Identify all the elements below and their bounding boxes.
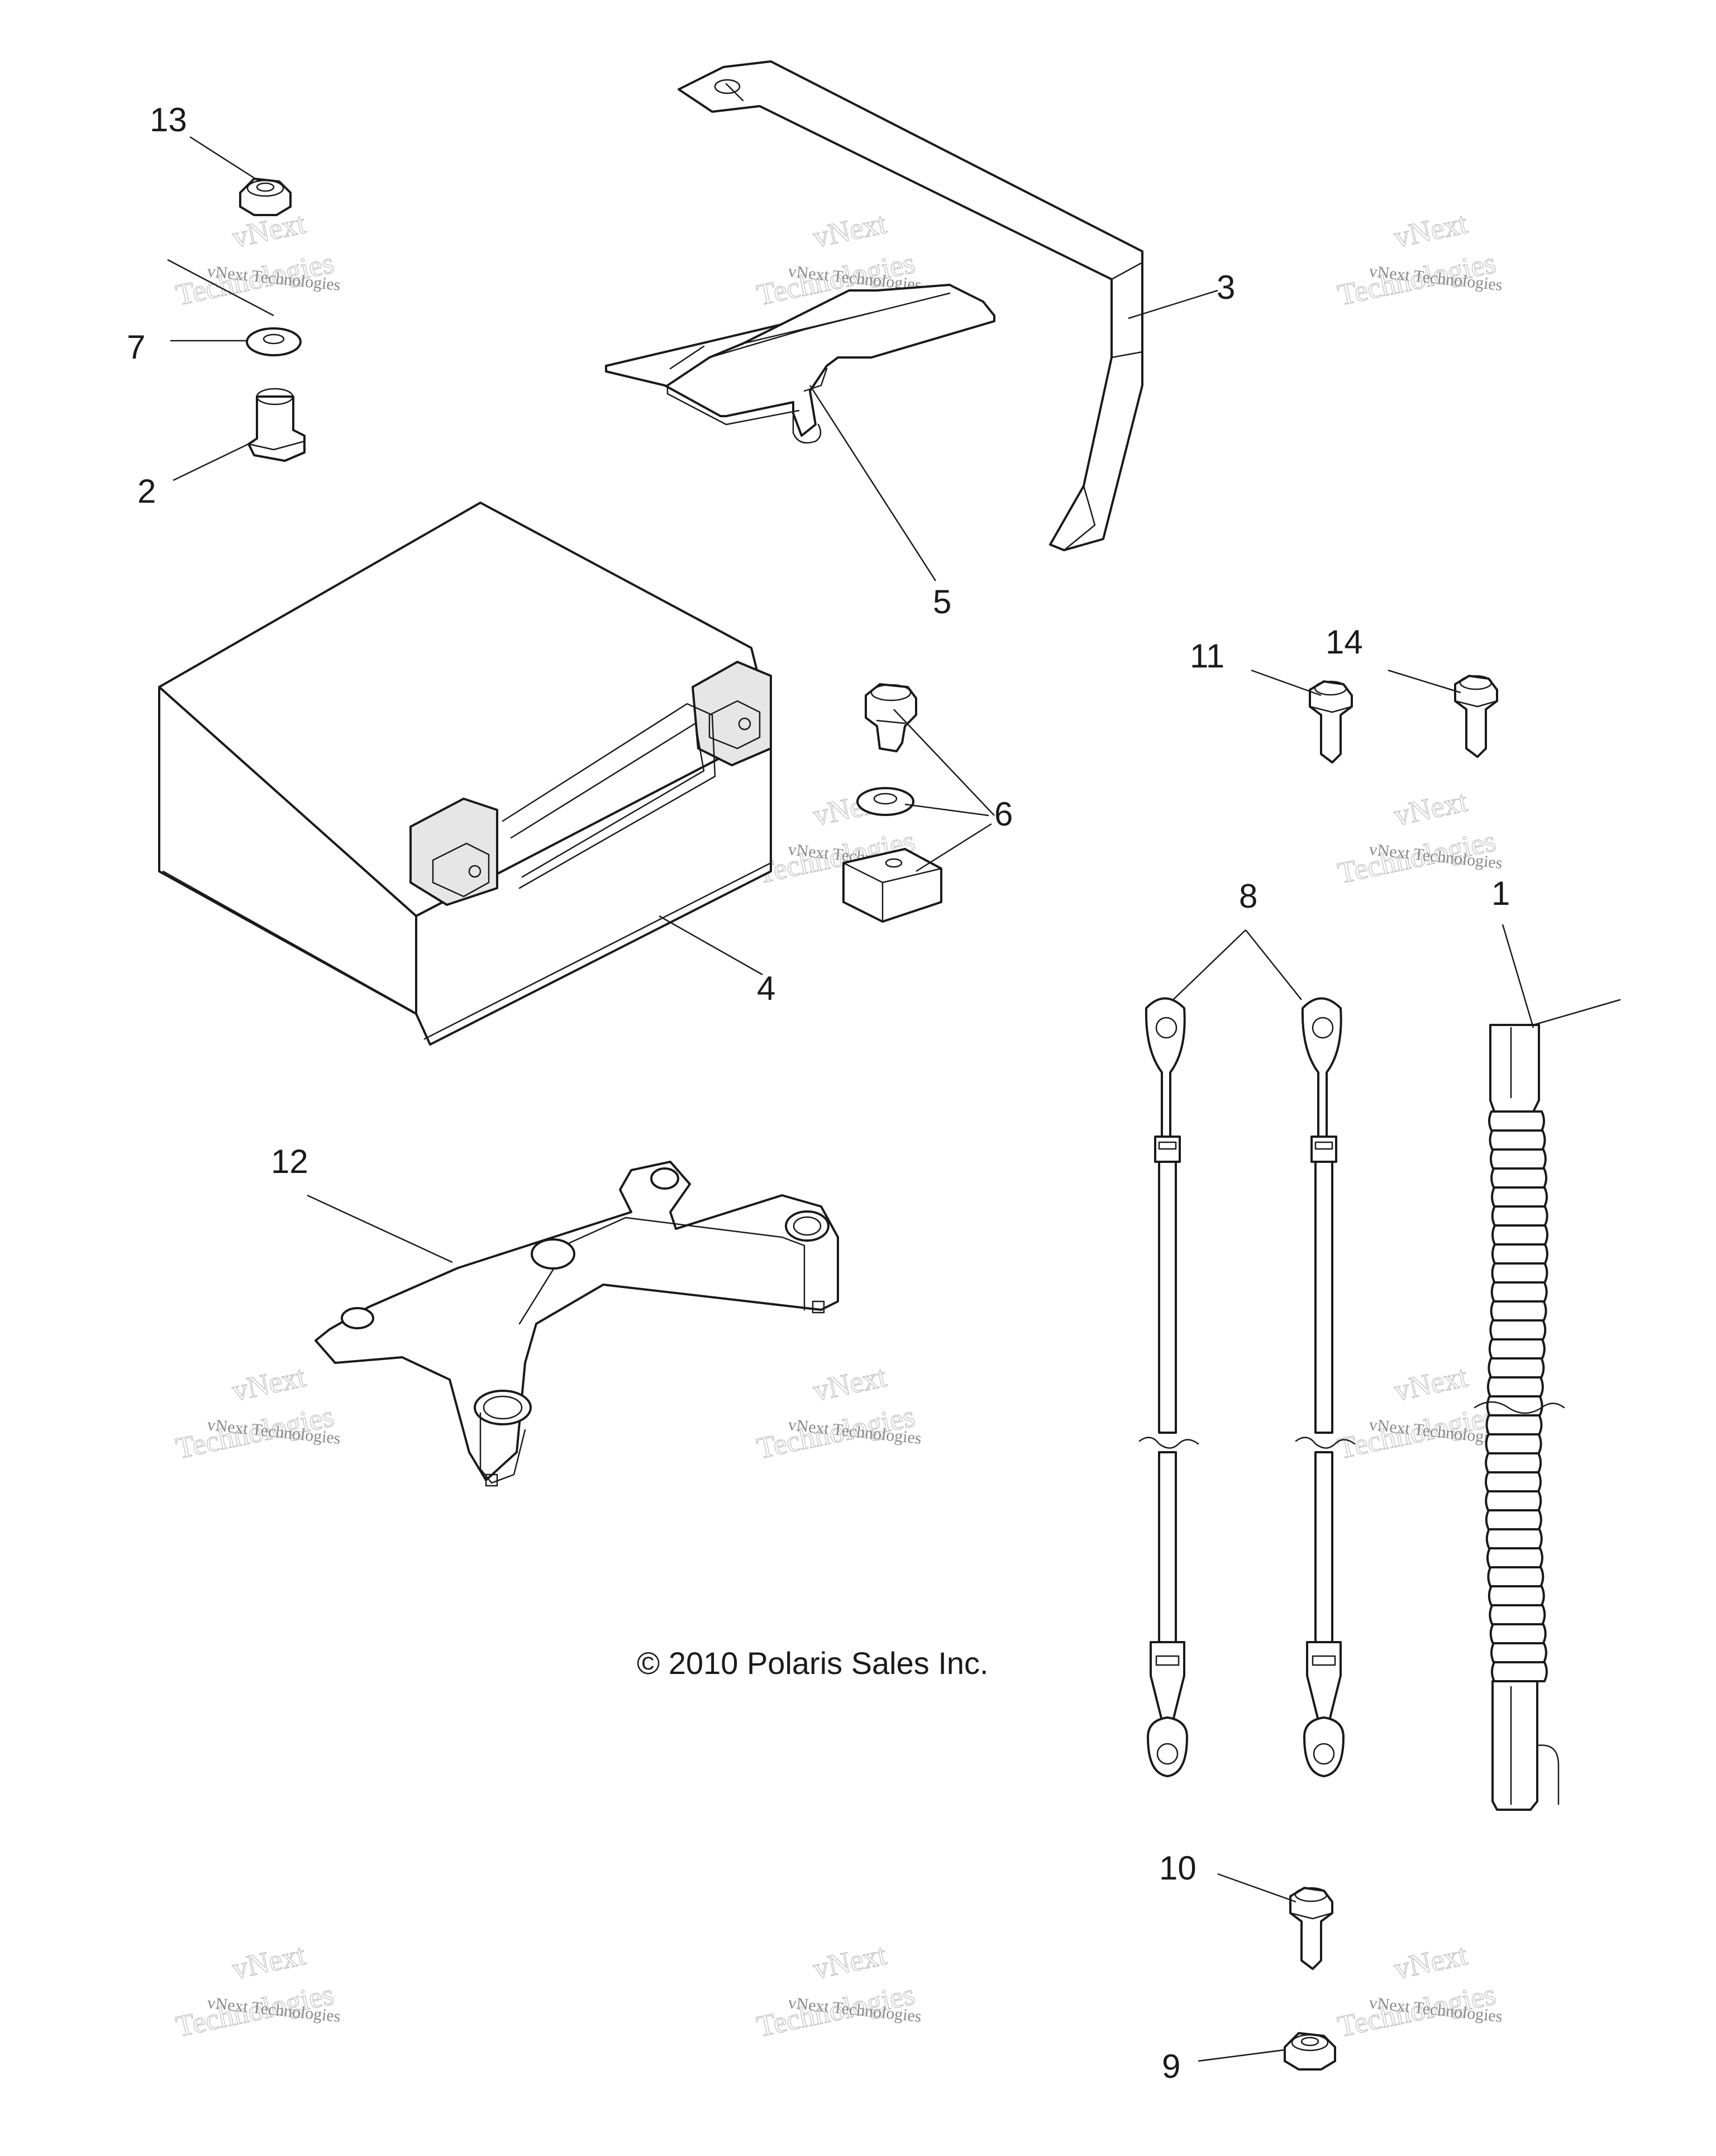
watermark-big-top: vNext [1391,206,1470,254]
sleeve-ring [1488,1357,1545,1378]
sleeve-ring [1491,1186,1548,1208]
sleeve-ring [1486,1376,1544,1397]
sleeve-ring [1488,1110,1545,1132]
callout-numbers: 13 7 2 3 5 11 14 6 8 1 4 12 10 9 [127,101,1510,2085]
callout-12: 12 [271,1143,308,1180]
sleeve-ring [1485,1528,1543,1549]
copyright-notice: © 2010 Polaris Sales Inc. [637,1645,989,1681]
part-9-nut [1284,2032,1336,2071]
watermark-big-top: vNext [1391,1938,1470,1986]
cable-left [1138,997,1199,1777]
callout-13: 13 [150,101,187,139]
part-5-hold-down-plate [605,284,995,444]
callout-5: 5 [933,583,951,621]
part-6-terminal-hardware [842,683,942,923]
sleeve-ring [1489,1148,1547,1170]
sleeve-ring [1488,1338,1546,1360]
sleeve-ring [1491,1243,1548,1265]
part-3-battery-bracket [678,60,1143,551]
sleeve-ring [1490,1642,1547,1663]
corrugated-sleeve [1474,1110,1565,1682]
callout-9: 9 [1162,2048,1180,2085]
sleeve-ring [1490,1167,1548,1189]
watermark-big-top: vNext [810,1360,889,1408]
part-7-washer [246,327,302,356]
callout-11: 11 [1190,637,1224,675]
part-12-battery-base [314,1161,839,1487]
callout-14: 14 [1326,623,1363,661]
part-11-screw [1309,680,1353,764]
watermark-big-top: vNext [1391,1360,1470,1408]
part-14-screw [1454,675,1498,758]
part-1-wire-harness [1474,999,1621,1811]
sleeve-ring [1489,1604,1546,1625]
sleeve-ring [1491,1224,1548,1246]
watermark-big-top: vNext [1391,784,1470,832]
sleeve-ring [1489,1623,1547,1644]
part-13-nut [239,178,292,216]
sleeve-ring [1485,1414,1543,1435]
callout-3: 3 [1217,269,1235,306]
part-10-screw [1289,1887,1333,1970]
callout-8: 8 [1239,877,1257,915]
callout-6: 6 [994,795,1013,833]
callout-7: 7 [127,328,145,366]
sleeve-ring [1485,1509,1542,1530]
callout-1: 1 [1491,875,1510,912]
callout-4: 4 [757,970,775,1007]
sleeve-ring [1491,1262,1548,1284]
sleeve-ring [1488,1585,1545,1606]
part-2-bolt [247,388,306,462]
break-mark [1474,1401,1565,1414]
watermark-big-top: vNext [810,206,889,254]
sleeve-ring [1485,1471,1542,1492]
sleeve-ring [1490,1281,1548,1303]
watermark-big-top: vNext [229,1938,308,1986]
sleeve-ring [1485,1433,1542,1454]
sleeve-ring [1489,1319,1547,1341]
watermark-big-top: vNext [229,1360,308,1408]
sleeve-ring [1485,1490,1542,1511]
sleeve-ring [1486,1547,1543,1568]
part-8-battery-cables [1138,997,1356,1777]
sleeve-ring [1491,1205,1548,1227]
leader-lines [167,136,1534,2062]
sleeve-ring [1489,1129,1546,1151]
sleeve-ring [1485,1452,1542,1473]
part-4-battery [158,502,772,1046]
sleeve-ring [1490,1300,1547,1322]
callout-10: 10 [1159,1849,1197,1887]
cable-right [1295,997,1356,1777]
sleeve-ring [1486,1395,1543,1416]
sleeve-ring [1490,1661,1548,1682]
sleeve-ring [1487,1566,1545,1587]
watermark-big-top: vNext [810,1938,889,1986]
callout-2: 2 [137,473,156,510]
